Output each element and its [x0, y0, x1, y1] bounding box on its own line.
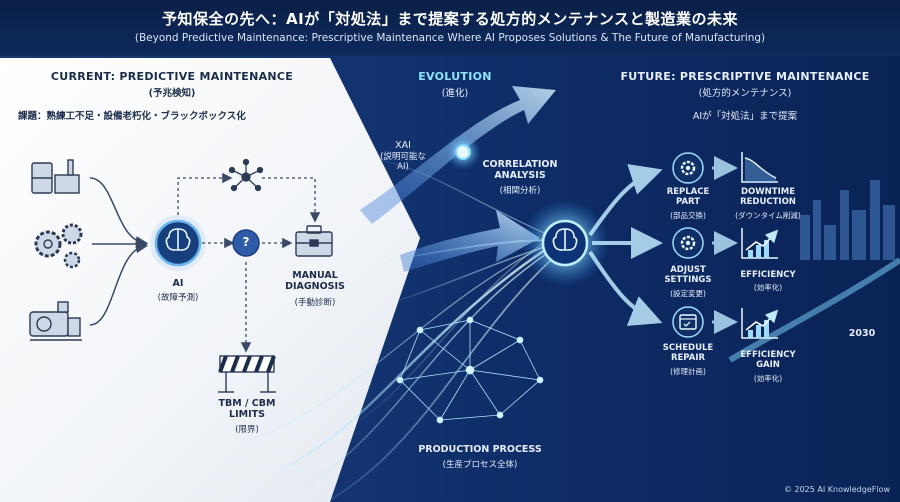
- outcome-efficiency-label: EFFICIENCY: [740, 270, 796, 280]
- efficiency-chart-icon: [741, 228, 779, 259]
- future-heading-jp: (処方的メンテナンス): [698, 88, 792, 99]
- central-ai-node: [521, 199, 609, 287]
- current-issues: 課題：熟練工不足・設備老朽化・ブラックボックス化: [18, 111, 246, 122]
- ai-brain-icon: [165, 228, 191, 251]
- toolbox-icon: [295, 225, 333, 257]
- action-adjust-label: ADJUST SETTINGS: [664, 265, 712, 285]
- current-heading: CURRENT: PREDICTIVE MAINTENANCE: [50, 70, 294, 83]
- limits-label: TBM / CBM LIMITS: [218, 398, 276, 421]
- future-road: [728, 257, 900, 363]
- downtime-chart-icon: [741, 152, 778, 183]
- outcome-efficiency-label-jp: (効率化): [753, 283, 783, 292]
- evolution-heading-jp: (進化): [441, 88, 469, 99]
- outcome-downtime-label-jp: (ダウンタイム削減): [735, 211, 801, 220]
- production-label: PRODUCTION PROCESS: [418, 444, 542, 455]
- action-replace-label-jp: (部品交換): [670, 211, 706, 220]
- factory-machine-icon: [31, 159, 80, 194]
- outcome-gain-label: EFFICIENCY GAIN: [740, 350, 796, 370]
- current-panel: [0, 58, 420, 502]
- city-skyline: [800, 180, 895, 260]
- header-band: 予知保全の先へ：AIが「対処法」まで提案する処方的メンテナンスと製造業の未来 (…: [0, 0, 900, 56]
- action-adjust-label-jp: (設定変更): [670, 289, 706, 298]
- action-to-outcome-arrows: [712, 156, 738, 334]
- ai-label: AI: [172, 278, 184, 289]
- copyright-footer: © 2025 AI KnowledgeFlow: [783, 485, 890, 494]
- xai-node: [445, 134, 481, 170]
- outcome-gain-label-jp: (効率化): [753, 374, 783, 383]
- production-network: [396, 316, 544, 424]
- action-schedule-label: SCHEDULE REPAIR: [662, 343, 714, 363]
- action-schedule-label-jp: (修理計画): [670, 367, 706, 376]
- future-year: 2030: [848, 328, 876, 339]
- future-heading: FUTURE: PRESCRIPTIVE MAINTENANCE: [620, 70, 870, 83]
- calendar-icon: [672, 306, 704, 338]
- network-hub-icon: [228, 158, 264, 192]
- page-title: 予知保全の先へ：AIが「対処法」まで提案する処方的メンテナンスと製造業の未来: [162, 10, 738, 28]
- manual-diagnosis-label: MANUAL DIAGNOSIS: [285, 270, 345, 293]
- manual-diagnosis-label-jp: (手動診断): [294, 298, 336, 308]
- xai-label-jp: (説明可能な AI): [380, 152, 426, 172]
- action-replace-label: REPLACE PART: [666, 187, 710, 207]
- gears-icon: [34, 223, 83, 269]
- outcome-downtime-label: DOWNTIME REDUCTION: [740, 187, 796, 207]
- evolution-arrow-upper: [360, 86, 556, 224]
- production-label-jp: (生産プロセス全体): [442, 460, 518, 470]
- question-mark: ?: [242, 235, 250, 249]
- branch-arrows: [588, 164, 663, 326]
- input-flow-lines: [89, 177, 148, 326]
- correlation-label: CORRELATION ANALYSIS: [482, 159, 558, 182]
- ai-label-jp: (故障予測): [157, 293, 199, 303]
- gear-icon: [672, 152, 704, 184]
- efficiency-gain-chart-icon: [741, 308, 779, 339]
- brain-icon: [552, 228, 578, 251]
- correlation-label-jp: (相関分析): [499, 186, 541, 196]
- evolution-arrow-lower: [400, 210, 540, 272]
- question-node: [232, 229, 260, 257]
- settings-gear-icon: [672, 227, 704, 259]
- evolution-heading: EVOLUTION: [418, 70, 492, 83]
- dashed-connectors: [177, 172, 321, 353]
- barrier-icon: [218, 355, 276, 393]
- page-subtitle: (Beyond Predictive Maintenance: Prescrip…: [134, 32, 766, 44]
- limits-label-jp: (限界): [235, 425, 259, 435]
- ai-failure-prediction-node: [150, 215, 206, 271]
- future-tagline: AIが「対処法」まで提案: [692, 111, 798, 122]
- current-heading-jp: (予兆検知): [148, 88, 196, 99]
- xai-label: XAI: [395, 140, 411, 151]
- pump-machine-icon: [29, 301, 82, 341]
